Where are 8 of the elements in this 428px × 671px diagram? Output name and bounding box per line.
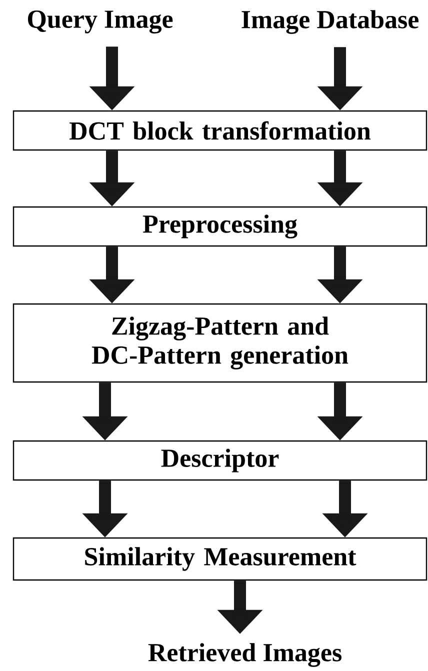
- process-box: Descriptor: [12, 440, 428, 481]
- process-box: DCT block transformation: [12, 110, 428, 151]
- process-box: Zigzag-Pattern and DC-Pattern generation: [12, 303, 428, 383]
- process-box: Similarity Measurement: [12, 537, 428, 581]
- label-text: Query Image: [28, 10, 173, 34]
- process-box: Preprocessing: [12, 206, 428, 247]
- label-text: Image Database: [242, 10, 418, 34]
- label-text: Retrieved Images: [148, 643, 342, 667]
